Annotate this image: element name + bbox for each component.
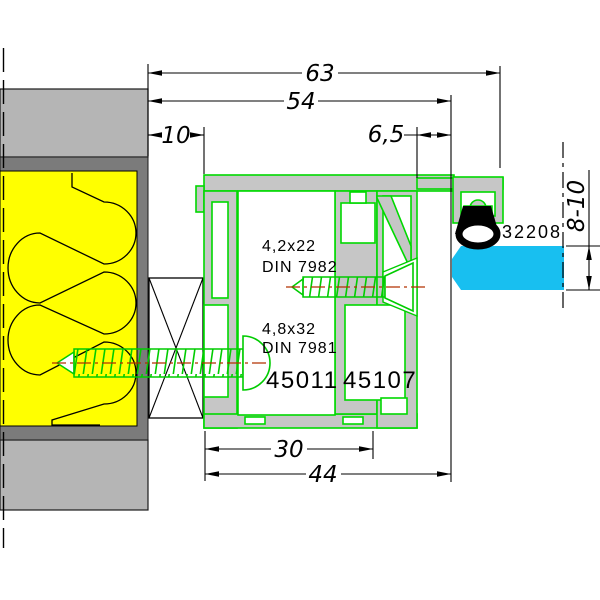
screw-centerlines: [52, 286, 426, 364]
bead-lower-chamber: [344, 304, 406, 401]
label-part-gasket: 32208: [502, 222, 562, 242]
boss-t-slot-neck: [349, 191, 367, 204]
label-part-frame: 45011: [266, 367, 338, 394]
insulation: [0, 170, 138, 427]
packer-hatch-diagonal: [148, 277, 204, 419]
insulation-body: [0, 170, 138, 427]
label-screw-top-din: DIN 7982: [262, 259, 338, 276]
wall-bottom-block: [0, 439, 149, 511]
insulation-coil-symbol: [7, 173, 137, 426]
frame-bottom-slot: [342, 416, 364, 425]
bead-bottom-step: [380, 397, 408, 415]
frame-left-wall-cavity: [211, 201, 229, 299]
label-screw-bottom-din: DIN 7981: [262, 340, 338, 357]
label-part-bead: 45107: [343, 367, 417, 394]
label-screw-bottom-size: 4,8x32: [262, 321, 316, 338]
dimension-44: 44: [308, 462, 337, 488]
dimension-6-5: 6,5: [368, 122, 405, 148]
frame-left-hook: [195, 185, 205, 213]
gasket-o-ring: [455, 218, 501, 250]
dimension-8-10: 8-10: [564, 180, 590, 232]
glass-pane: [452, 246, 564, 290]
bead-diagonal-strut: [376, 195, 412, 271]
dimension-30: 30: [274, 437, 303, 463]
packer-block: [148, 277, 204, 419]
dimension-54: 54: [286, 89, 315, 115]
gasket-32208: [455, 206, 501, 250]
wall-section: [0, 88, 149, 511]
label-screw-top-size: 4,2x22: [262, 238, 316, 255]
boss-t-slot: [340, 202, 376, 244]
wall-top-block: [0, 88, 149, 158]
screw-pan-head-din7981: [55, 335, 271, 391]
dimension-10: 10: [161, 123, 190, 149]
dimension-63: 63: [305, 61, 334, 87]
frame-bottom-slot: [244, 416, 266, 425]
